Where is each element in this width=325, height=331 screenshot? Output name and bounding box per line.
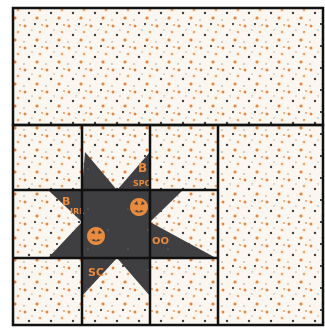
- boo-print-right: OO: [152, 236, 169, 247]
- jack-o-lantern-motif-left: [87, 227, 105, 245]
- side-panel: [218, 125, 323, 325]
- boo-print-bottom: SC: [88, 266, 104, 279]
- jack-o-lantern-motif-center: [130, 198, 148, 216]
- boo-print: B: [138, 161, 147, 175]
- top-banner-panel: [13, 8, 323, 125]
